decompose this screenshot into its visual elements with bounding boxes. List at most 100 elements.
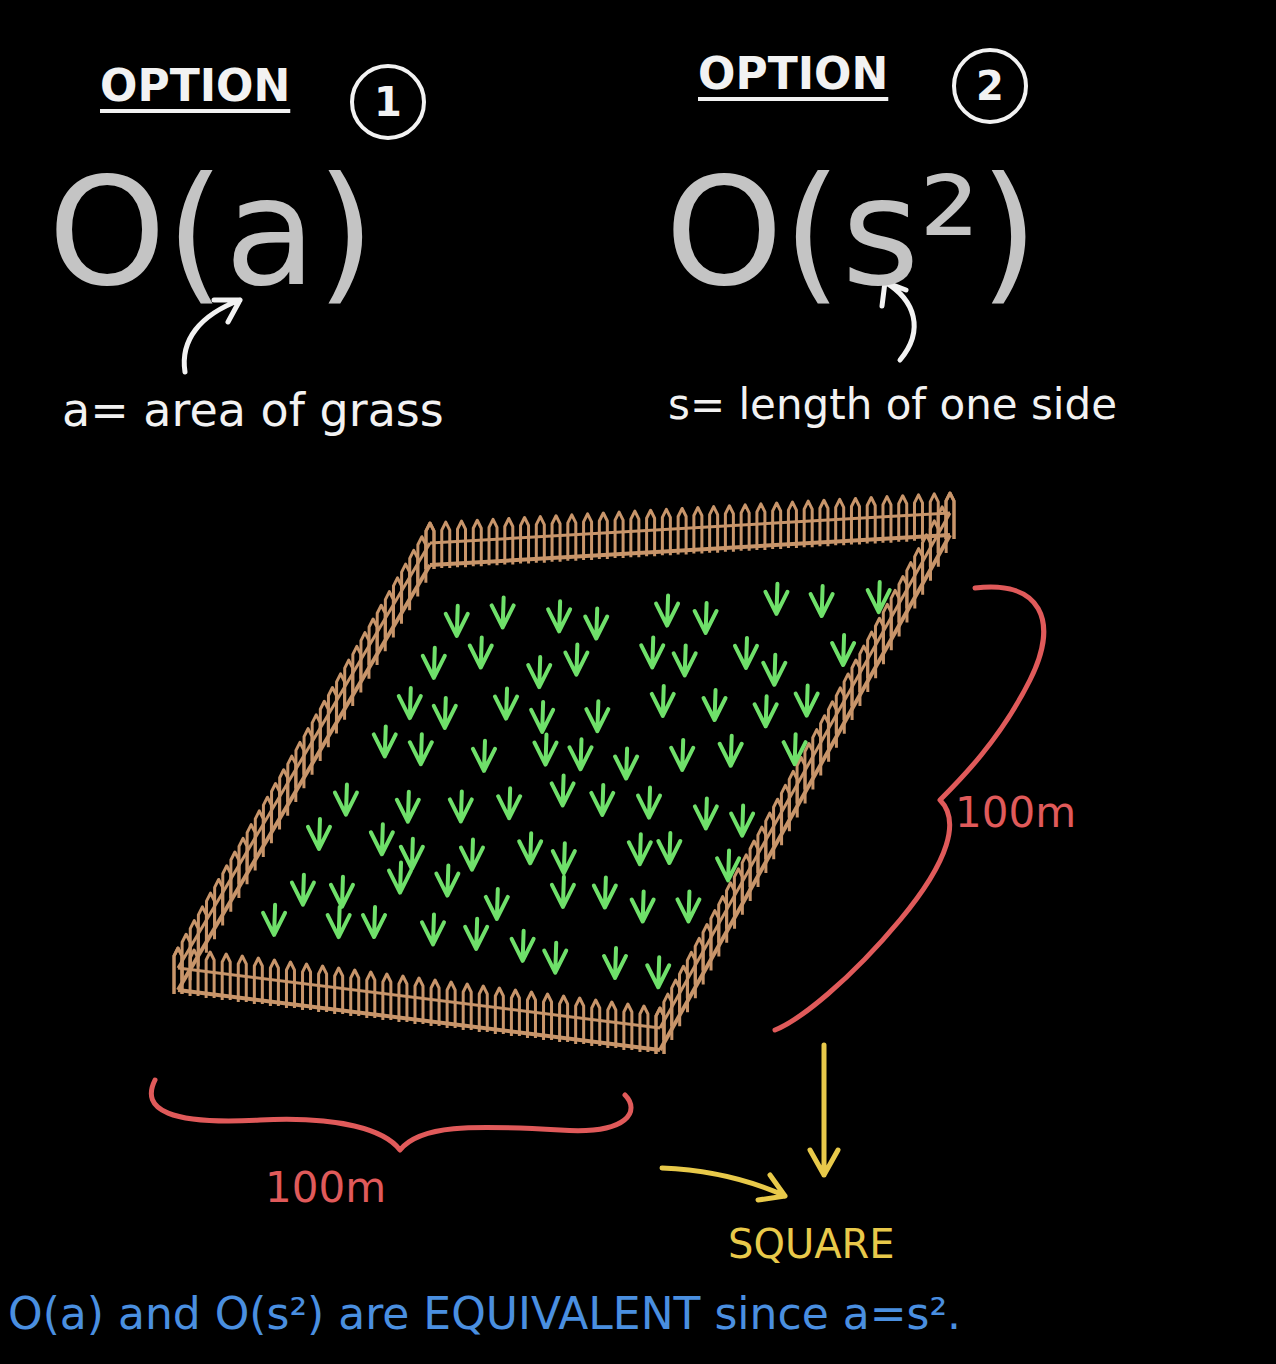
fence-picket (351, 970, 359, 1016)
fence (174, 493, 954, 1054)
grass-blade (374, 726, 396, 756)
fence-picket (473, 520, 481, 566)
fence-picket (804, 501, 812, 547)
grass-blade (552, 877, 574, 907)
fence-picket (479, 986, 487, 1032)
grass-blade (717, 850, 739, 880)
grass-blade (495, 689, 517, 719)
grass-blade (695, 798, 717, 828)
grass-blade (763, 655, 785, 685)
grass-blade (308, 819, 330, 849)
fence-picket (647, 510, 655, 556)
fence-picket (527, 992, 535, 1038)
grass-blade (423, 648, 445, 678)
grass-blade (765, 584, 787, 614)
grass-blade (594, 877, 616, 907)
grass-blade (389, 863, 411, 893)
fence-picket (415, 978, 423, 1024)
fence-picket (174, 948, 182, 994)
grass-blade (446, 606, 468, 636)
fence-picket (788, 502, 796, 548)
shape-label: SQUARE (728, 1222, 895, 1266)
grass-blade (565, 645, 587, 675)
grass-blade (811, 586, 833, 616)
grass (263, 582, 890, 987)
fence-picket (624, 1004, 632, 1050)
grass-blade (658, 833, 680, 863)
grass-blade (528, 657, 550, 687)
grass-blade (553, 843, 575, 873)
grass-blade (868, 582, 890, 612)
grass-blade (465, 919, 487, 949)
big-o-expression: O(a) (48, 150, 375, 315)
grass-blade (569, 739, 591, 769)
grass-blade (591, 785, 613, 815)
grass-blade (331, 877, 353, 907)
grass-blade (632, 891, 654, 921)
grass-blade (328, 907, 350, 937)
grass-blade (371, 824, 393, 854)
fence-picket (254, 958, 262, 1004)
fence-rail (660, 513, 950, 1028)
fence-rail (178, 543, 430, 968)
grass-blade (656, 596, 678, 626)
fence-picket (536, 517, 544, 563)
grass-blade (450, 791, 472, 821)
grass-blade (399, 688, 421, 718)
fence-picket (656, 1008, 664, 1054)
fence-picket (511, 990, 519, 1036)
fence-picket (678, 508, 686, 554)
grass-blade (492, 597, 514, 627)
fence-picket (447, 982, 455, 1028)
grass-blade (292, 875, 314, 905)
fence-picket (640, 1006, 648, 1052)
fence-picket (851, 498, 859, 544)
fence-picket (662, 509, 670, 555)
circled-number: 1 (350, 64, 426, 140)
grass-blade (604, 948, 626, 978)
fence-picket (190, 950, 198, 996)
grass-blade (586, 701, 608, 731)
grass-blade (335, 785, 357, 815)
fence-picket (710, 507, 718, 553)
fence-picket (576, 998, 584, 1044)
grass-blade (401, 839, 423, 869)
circled-number-text: 2 (976, 66, 1004, 106)
fence-picket (463, 984, 471, 1030)
fence-picket (270, 960, 278, 1006)
caption: O(a) and O(s²) are EQUIVALENT since a=s²… (8, 1290, 961, 1338)
grass-blade (784, 734, 806, 764)
fence-picket (206, 952, 214, 998)
grass-blade (731, 806, 753, 836)
fence-picket (222, 954, 230, 1000)
fence-picket (615, 512, 623, 558)
fence-rail (178, 565, 430, 990)
fence-picket (319, 966, 327, 1012)
fence-picket (592, 1000, 600, 1046)
fence-picket (303, 964, 311, 1010)
option-heading: OPTION (698, 50, 888, 98)
pointer-arrow (662, 1168, 785, 1200)
fence-picket (584, 514, 592, 560)
fence-picket (489, 519, 497, 565)
option-heading: OPTION (100, 62, 290, 110)
grass-blade (461, 840, 483, 870)
fence-picket (914, 495, 922, 541)
grass-blade (397, 792, 419, 822)
variable-note: s= length of one side (668, 382, 1117, 428)
fence-picket (544, 994, 552, 1040)
fence-picket (899, 496, 907, 542)
grass-blade (677, 891, 699, 921)
fence-picket (836, 499, 844, 545)
grass-blade (704, 690, 726, 720)
grass-blade (470, 637, 492, 667)
grass-blade (473, 741, 495, 771)
grass-blade (832, 635, 854, 665)
circled-number: 2 (952, 48, 1028, 124)
fence-picket (521, 518, 529, 564)
fence-picket (442, 522, 450, 568)
grass-blade (674, 645, 696, 675)
grass-blade (647, 957, 669, 987)
grass-blade (363, 907, 385, 937)
fence-picket (568, 515, 576, 561)
